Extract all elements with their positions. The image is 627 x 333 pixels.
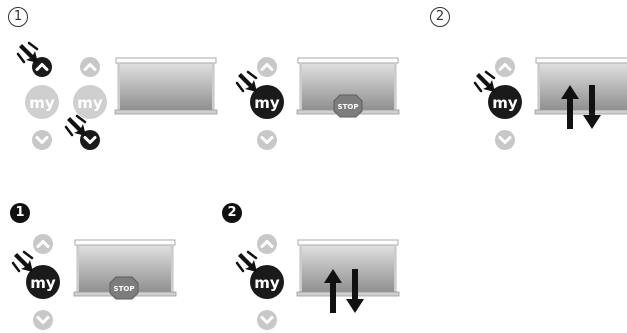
down-button-light[interactable] — [495, 130, 515, 150]
my-button-dark[interactable] — [250, 85, 284, 119]
my-button-dark[interactable] — [488, 85, 522, 119]
press-arrow-icon — [16, 41, 40, 65]
step-number-bottom-1: 1 — [10, 203, 30, 223]
down-button-light[interactable] — [257, 130, 277, 150]
shade-illustration — [296, 239, 400, 297]
my-button-dark[interactable] — [250, 265, 284, 299]
shade-illustration — [534, 57, 627, 115]
step-number-bottom-2: 2 — [222, 203, 242, 223]
my-button-dark[interactable] — [26, 265, 60, 299]
up-button-light[interactable] — [80, 57, 100, 77]
step-number-top-1: 1 — [8, 7, 28, 27]
my-label: my — [254, 274, 280, 292]
panel-top-step1-remote-a: my — [16, 41, 59, 150]
press-arrow-icon — [235, 250, 259, 274]
stop-label: STOP — [114, 285, 135, 293]
down-button-light[interactable] — [257, 310, 277, 330]
press-arrow-icon — [64, 114, 88, 138]
my-label: my — [492, 94, 518, 112]
my-button-light[interactable] — [73, 85, 107, 119]
step-number-top-2: 2 — [430, 7, 450, 27]
panel-top-step2: my — [473, 57, 522, 150]
my-label: my — [29, 94, 55, 112]
stop-label: STOP — [338, 103, 359, 111]
press-arrow-icon — [235, 70, 259, 94]
my-label: my — [254, 94, 280, 112]
down-button-light[interactable] — [33, 310, 53, 330]
panel-bottom-step2: my — [235, 234, 284, 330]
my-label: my — [30, 274, 56, 292]
up-button-light[interactable] — [495, 57, 515, 77]
my-label: my — [77, 94, 103, 112]
press-arrow-icon — [11, 250, 35, 274]
panel-top-step1-stop: my — [235, 57, 284, 150]
my-button-light[interactable] — [25, 85, 59, 119]
panel-bottom-step1: my — [11, 234, 60, 330]
press-arrow-icon — [473, 70, 497, 94]
up-button-light[interactable] — [257, 57, 277, 77]
down-button-light[interactable] — [32, 130, 52, 150]
panel-top-step1-remote-b: my — [64, 57, 107, 150]
up-button-light[interactable] — [33, 234, 53, 254]
up-button-light[interactable] — [257, 234, 277, 254]
shade-illustration — [114, 57, 218, 115]
